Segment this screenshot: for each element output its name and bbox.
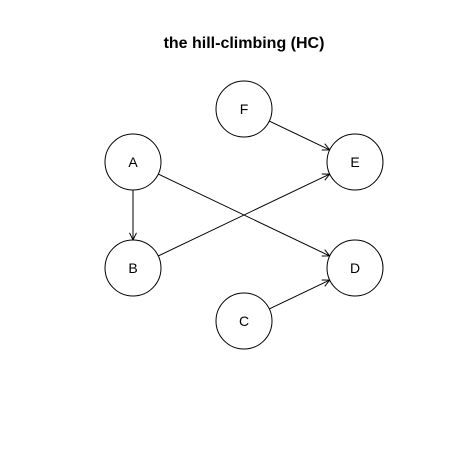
nodes-layer: A B C D E F	[104, 80, 384, 350]
node-label: E	[350, 154, 359, 170]
node-label: B	[128, 260, 137, 276]
diagram-title: the hill-climbing (HC)	[164, 35, 325, 52]
edge-line	[158, 173, 330, 257]
edge-c-d	[269, 279, 331, 310]
edge-line	[269, 120, 330, 151]
edge-a-b	[129, 190, 137, 242]
node-f: F	[215, 80, 273, 138]
node-e: E	[326, 133, 384, 191]
node-circle	[104, 239, 162, 297]
node-b: B	[104, 239, 162, 297]
node-label: A	[128, 154, 138, 170]
node-label: F	[240, 101, 249, 117]
node-circle	[215, 292, 273, 350]
edges-layer	[129, 120, 331, 310]
node-label: D	[350, 260, 360, 276]
node-label: C	[239, 313, 249, 329]
node-circle	[326, 133, 384, 191]
node-c: C	[215, 292, 273, 350]
node-a: A	[104, 133, 162, 191]
edge-line	[269, 279, 330, 310]
node-d: D	[326, 239, 384, 297]
node-circle	[215, 80, 273, 138]
node-circle	[104, 133, 162, 191]
edge-f-e	[269, 120, 331, 151]
node-circle	[326, 239, 384, 297]
